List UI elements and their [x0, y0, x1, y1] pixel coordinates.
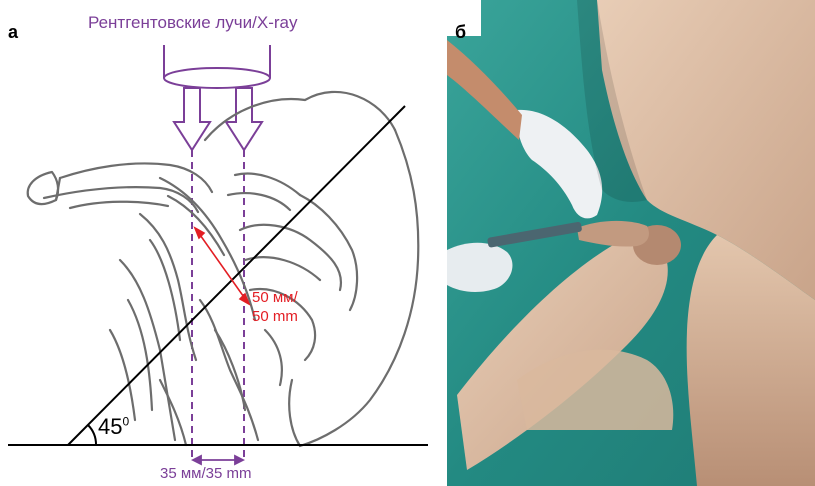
- width-label: 35 мм/35 mm: [160, 465, 252, 482]
- panel-a-diagram: а Рентгентовские лучи/X-ray: [0, 0, 440, 486]
- anatomy-sketch: [0, 0, 440, 486]
- angle-arc: [88, 425, 96, 445]
- angle-label: 450: [98, 414, 129, 440]
- panel-b-letter: б: [455, 22, 466, 43]
- panel-b-photo: б: [447, 0, 815, 486]
- xray-tube-icon: [164, 45, 270, 88]
- clinical-photo: [447, 0, 815, 486]
- xray-beam-arrow-right: [226, 88, 262, 150]
- beam-dashed-lines: [192, 150, 244, 462]
- distance-label: 50 мм/ 50 mm: [252, 288, 298, 326]
- angle-degree: 0: [122, 415, 129, 429]
- distance-label-line2: 50 mm: [252, 307, 298, 326]
- angle-value: 45: [98, 414, 122, 439]
- diagonal-line: [68, 106, 405, 445]
- width-arrow: [193, 456, 243, 464]
- anatomy-outline: [28, 92, 419, 446]
- distance-label-line1: 50 мм/: [252, 288, 298, 307]
